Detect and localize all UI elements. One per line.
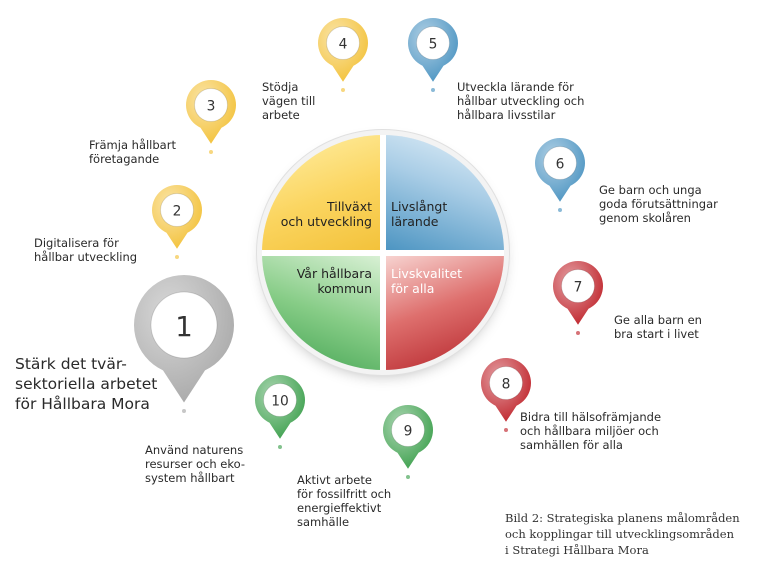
pin-number: 6 (556, 157, 565, 173)
goal-pin-9: 9 (378, 401, 438, 479)
goal-text-4: Stödja vägen till arbete (262, 80, 316, 122)
pin-marker-icon: 3 (186, 80, 236, 144)
goal-pin-1: 1 (129, 271, 239, 413)
goal-pin-2: 2 (147, 181, 207, 259)
pin-anchor-dot (576, 330, 580, 335)
goal-text-2: Digitalisera för hållbar utveckling (34, 236, 138, 264)
pin-inner-disc (543, 146, 577, 180)
pin-marker-icon: 9 (383, 405, 433, 469)
pin-inner-disc (160, 193, 194, 227)
pin-inner-disc (326, 26, 360, 60)
pin-number: 10 (271, 394, 289, 410)
pin-anchor-dot (209, 149, 213, 154)
goal-text-6: Ge barn och unga goda förutsättningar ge… (599, 183, 718, 225)
goal-text-3: Främja hållbart företagande (89, 138, 176, 166)
pin-number: 1 (175, 311, 193, 343)
quadrant-livslangt-larande (383, 135, 504, 253)
pin-marker-icon: 5 (408, 17, 458, 82)
goal-pin-3: 3 (181, 76, 241, 154)
center-circle (262, 135, 504, 370)
pin-anchor-dot (504, 427, 508, 432)
goal-pin-4: 4 (313, 14, 373, 92)
goal-text-5: Utveckla lärande för hållbar utveckling … (457, 80, 585, 122)
pin-anchor-dot (182, 408, 186, 413)
goal-pin-8: 8 (476, 354, 536, 432)
goal-text-8: Bidra till hälsofrämjande och hållbara m… (520, 410, 662, 452)
pin-number: 4 (339, 37, 348, 53)
pin-anchor-dot (175, 254, 179, 259)
quadrant-label-livslangt-larande: Livslångt lärande (391, 199, 448, 229)
pin-anchor-dot (278, 444, 282, 449)
pin-inner-disc (391, 413, 425, 447)
pin-number: 3 (207, 99, 216, 115)
goal-text-10: Använd naturens resurser och eko- system… (145, 443, 246, 485)
goal-text-1: Stärk det tvär- sektoriella arbetet för … (15, 355, 158, 413)
quadrant-hallbara-kommun (262, 252, 383, 370)
pin-inner-disc (150, 291, 218, 359)
quadrant-label-hallbara-kommun: Vår hållbara kommun (296, 266, 372, 296)
pin-number: 5 (429, 37, 438, 53)
goal-pin-5: 5 (403, 14, 463, 92)
pin-number: 8 (502, 377, 511, 393)
goal-pin-10: 10 (250, 371, 310, 449)
quadrant-label-tillvaxt: Tillväxt och utveckling (280, 199, 372, 229)
pin-inner-disc (263, 383, 297, 417)
pin-inner-disc (489, 366, 523, 400)
pin-marker-icon: 2 (152, 185, 202, 249)
pin-anchor-dot (341, 87, 345, 92)
pin-marker-icon: 4 (318, 17, 368, 82)
pin-number: 2 (173, 204, 182, 220)
pin-number: 9 (404, 424, 413, 440)
goal-text-7: Ge alla barn en bra start i livet (614, 313, 702, 341)
quadrant-livskvalitet (383, 252, 504, 370)
pin-anchor-dot (558, 207, 562, 212)
goal-text-9: Aktivt arbete för fossilfritt och energi… (297, 473, 392, 529)
pin-marker-icon: 1 (134, 275, 234, 403)
pin-marker-icon: 6 (535, 138, 585, 202)
quadrant-tillvaxt (262, 135, 383, 253)
pin-marker-icon: 7 (553, 261, 603, 325)
pin-inner-disc (194, 88, 228, 122)
pin-marker-icon: 10 (255, 375, 305, 439)
pin-inner-disc (561, 269, 595, 303)
quadrant-label-livskvalitet: Livskvalitet för alla (391, 266, 463, 296)
goal-pin-6: 6 (530, 134, 590, 212)
pin-inner-disc (416, 26, 450, 60)
pin-anchor-dot (406, 474, 410, 479)
pin-marker-icon: 8 (481, 358, 531, 422)
figure-caption: Bild 2: Strategiska planens målområden o… (505, 511, 740, 557)
pin-number: 7 (574, 280, 583, 296)
goal-pin-7: 7 (548, 257, 608, 335)
pin-anchor-dot (431, 87, 435, 92)
